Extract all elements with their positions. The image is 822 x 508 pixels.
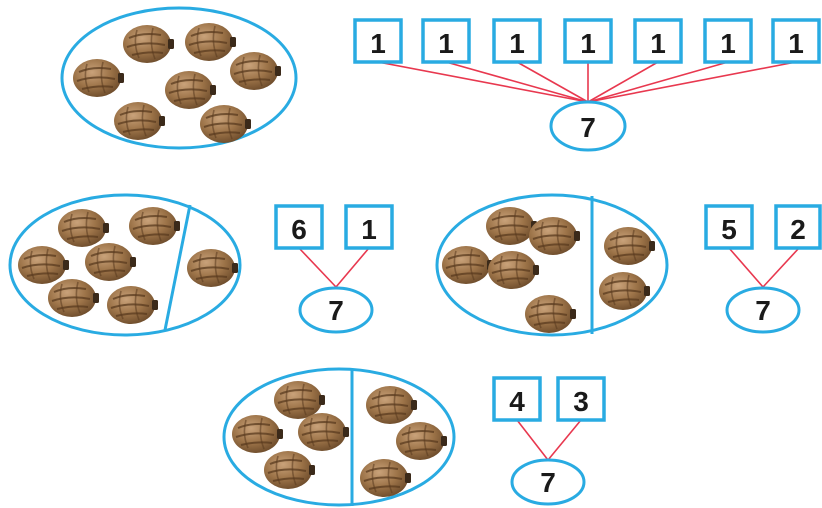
part-box: 2 [774,204,822,250]
part-value: 1 [438,28,454,59]
part-box: 1 [492,18,542,64]
part-value: 3 [573,386,589,417]
walnut-icon [263,450,316,490]
walnut-icon [72,58,125,98]
part-value: 5 [721,214,737,245]
walnut-icon [84,242,137,282]
walnut-icon [603,226,656,266]
set-oval [8,193,242,337]
part-box: 1 [771,18,821,64]
bond-connectors [377,61,797,103]
bond-connectors [298,247,370,288]
whole-oval: 7 [510,458,586,506]
walnut-icon [57,208,110,248]
walnut-icon [113,101,166,141]
bond-connectors [516,419,582,461]
nut-set-split-6-1 [8,193,242,337]
walnut-icon [184,22,237,62]
walnut-icon [106,285,159,325]
walnut-icon [487,250,540,290]
part-box: 1 [563,18,613,64]
part-value: 6 [291,214,307,245]
walnut-icon [229,51,282,91]
part-box: 4 [492,376,542,422]
walnut-icon [359,458,412,498]
walnut-icon [122,24,175,64]
walnut-icon [231,414,284,454]
part-box: 1 [353,18,403,64]
walnut-icon [128,206,181,246]
number-bond-4: 4 3 7 [492,376,606,506]
part-value: 4 [509,386,525,417]
set-oval [222,367,456,507]
walnut-icon [17,245,70,285]
walnut-icon [441,245,494,285]
part-value: 2 [790,214,806,245]
whole-value: 7 [580,112,596,143]
nut-set-split-4-3 [222,367,456,507]
bond-connectors [728,247,800,288]
walnut-icon [164,70,217,110]
walnut-icon [47,278,100,318]
part-box: 6 [274,204,324,250]
walnut-icon [485,206,538,246]
whole-value: 7 [328,295,344,326]
part-value: 1 [650,28,666,59]
part-value: 1 [361,214,377,245]
walnut-icon [186,248,239,288]
part-value: 1 [370,28,386,59]
part-value: 1 [720,28,736,59]
whole-value: 7 [540,467,556,498]
set-oval [60,6,298,150]
walnut-icon [365,385,418,425]
part-box: 5 [704,204,754,250]
part-value: 1 [580,28,596,59]
set-oval [435,193,669,337]
walnut-icon [273,380,326,420]
part-box: 1 [703,18,753,64]
number-bond-3: 5 2 7 [704,204,822,334]
number-bond-1: 1 1 1 1 1 1 1 7 [353,18,821,152]
divider-line [163,204,192,331]
whole-oval: 7 [549,100,627,152]
whole-oval: 7 [725,286,801,334]
number-bond-2: 6 1 7 [274,204,394,334]
part-box: 1 [421,18,471,64]
walnut-icon [524,294,577,334]
part-value: 1 [788,28,804,59]
part-value: 1 [509,28,525,59]
whole-oval: 7 [298,286,374,334]
part-box: 1 [344,204,394,250]
nut-set-split-5-2 [435,193,669,337]
whole-value: 7 [755,295,771,326]
part-box: 3 [556,376,606,422]
nut-set-seven [60,6,298,150]
walnut-icon [395,421,448,461]
walnut-icon [297,412,350,452]
part-box: 1 [633,18,683,64]
walnut-icon [528,216,581,256]
walnut-icon [598,271,651,311]
